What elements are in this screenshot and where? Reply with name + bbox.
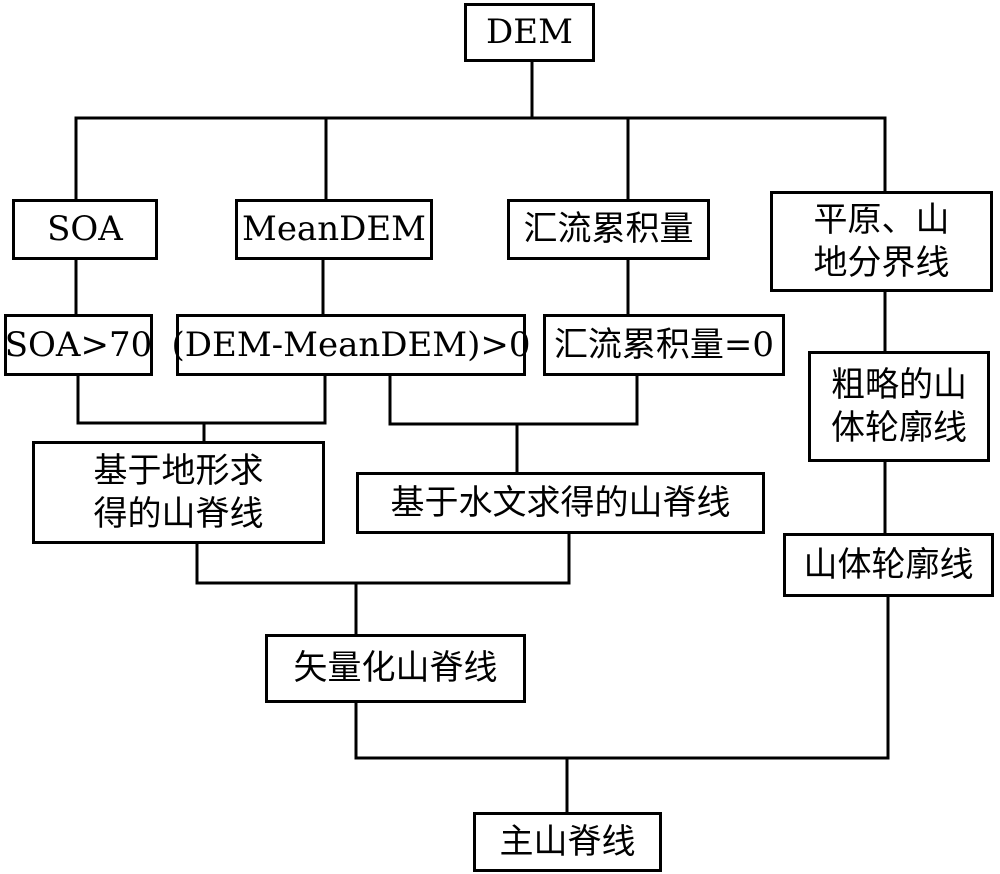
dem-condition-box: (DEM-MeanDEM)>0 (171, 314, 531, 376)
flow-accumulation-box: 汇流累积量 (507, 199, 710, 260)
hydro-ridge-label: 基于水文求得的山脊线 (390, 482, 731, 523)
rough-outline-line2: 体轮廓线 (831, 407, 967, 448)
soa-label: SOA (47, 209, 123, 250)
terrain-ridge-box: 基于地形求 得的山脊线 (32, 441, 325, 544)
dem-condition-label: (DEM-MeanDEM)>0 (171, 324, 531, 365)
accumulation-condition-box: 汇流累积量=0 (543, 314, 785, 376)
accumulation-condition-label: 汇流累积量=0 (553, 324, 775, 365)
mountain-outline-box: 山体轮廓线 (783, 533, 994, 597)
terrain-ridge-line1: 基于地形求 (93, 451, 264, 491)
plain-mountain-boundary-line2: 地分界线 (813, 242, 950, 283)
mountain-outline-label: 山体轮廓线 (803, 544, 974, 585)
soa-box: SOA (12, 199, 158, 260)
plain-mountain-boundary-box: 平原、山 地分界线 (770, 191, 993, 292)
meandem-label: MeanDEM (242, 209, 426, 250)
meandem-box: MeanDEM (235, 199, 433, 260)
vectorized-ridge-box: 矢量化山脊线 (265, 634, 526, 703)
soa-condition-box: SOA>70 (4, 314, 153, 376)
rough-outline-line1: 粗略的山 (831, 365, 967, 405)
terrain-ridge-line2: 得的山脊线 (93, 493, 264, 534)
rough-outline-box: 粗略的山 体轮廓线 (808, 351, 990, 462)
flow-accumulation-label: 汇流累积量 (523, 209, 694, 250)
main-ridge-box: 主山脊线 (473, 812, 662, 872)
dem-box: DEM (464, 3, 595, 62)
main-ridge-label: 主山脊线 (499, 821, 636, 862)
soa-condition-label: SOA>70 (4, 324, 153, 365)
vectorized-ridge-label: 矢量化山脊线 (293, 648, 498, 689)
dem-label: DEM (486, 12, 573, 53)
hydro-ridge-box: 基于水文求得的山脊线 (356, 472, 765, 534)
plain-mountain-boundary-line1: 平原、山 (813, 200, 950, 240)
